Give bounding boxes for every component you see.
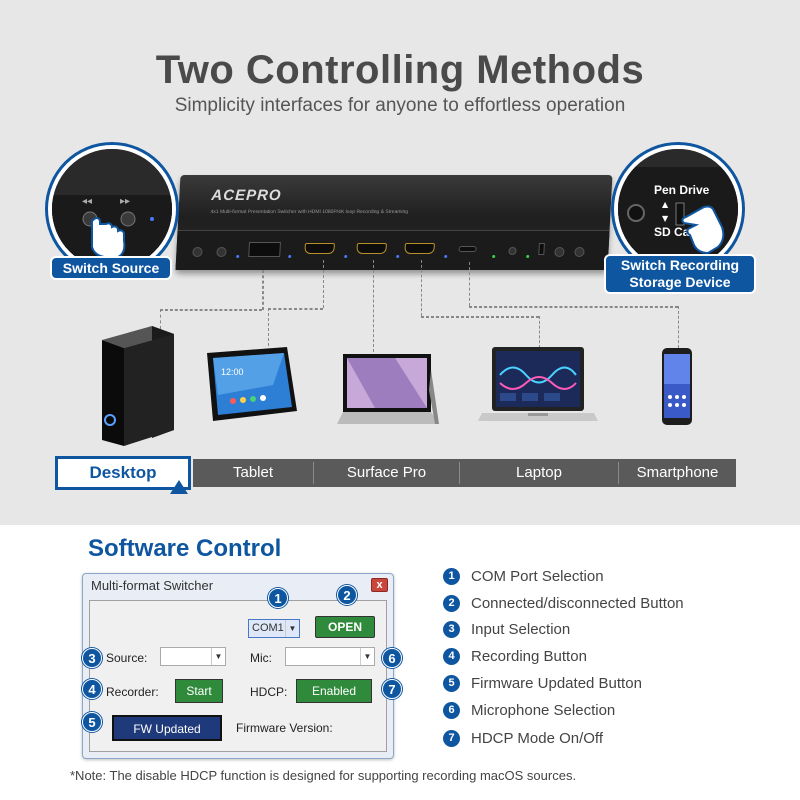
switch-source-label: Switch Source [50, 256, 172, 280]
badge-source: 3 [82, 648, 102, 668]
svg-text:◂◂: ◂◂ [82, 196, 92, 207]
com-port-select[interactable]: COM1 ▼ [248, 619, 300, 638]
firmware-version-label: Firmware Version: [236, 721, 333, 735]
storage-switch [538, 243, 545, 255]
fw-update-button[interactable]: FW Updated [112, 715, 222, 741]
cursor-arrow-icon [170, 480, 188, 494]
badge-mic: 6 [382, 648, 402, 668]
window-title: Multi-format Switcher [91, 578, 214, 593]
chevron-down-icon: ▼ [211, 648, 225, 665]
tab-laptop[interactable]: Laptop [516, 464, 562, 481]
usb-c-port [458, 246, 477, 252]
window-body: COM1 ▼ OPEN Source: ▼ Mic: ▼ Recorder: S… [89, 600, 387, 752]
feature-text: Recording Button [471, 648, 587, 665]
tab-desktop[interactable]: Desktop [55, 456, 191, 490]
tab-tablet[interactable]: Tablet [232, 464, 274, 481]
mic-select[interactable]: ▼ [285, 647, 375, 666]
svg-text:▸▸: ▸▸ [120, 196, 130, 207]
close-icon[interactable]: x [371, 578, 388, 592]
feature-number: 6 [443, 702, 460, 719]
feature-number: 3 [443, 621, 460, 638]
svg-text:▼: ▼ [662, 214, 669, 223]
feature-number: 1 [443, 568, 460, 585]
source-select[interactable]: ▼ [160, 647, 226, 666]
tab-divider [313, 462, 314, 484]
page-subtitle: Simplicity interfaces for anyone to effo… [174, 95, 626, 116]
feature-text: HDCP Mode On/Off [471, 730, 603, 747]
hdmi-port-3 [404, 243, 435, 254]
laptop-image [478, 345, 598, 432]
feature-text: Microphone Selection [471, 702, 616, 719]
feature-text: COM Port Selection [471, 568, 604, 585]
feature-number: 4 [443, 648, 460, 665]
switcher-device: ACEPRO 4x1 Multi-format Presentation Swi… [175, 175, 613, 270]
chevron-down-icon: ▼ [360, 648, 374, 665]
storage-switch-zoom: Pen Drive ▲ ▼ SD Card [614, 145, 742, 273]
connector-line [373, 260, 374, 352]
recorder-label: Recorder: [106, 685, 159, 699]
smartphone-image [660, 347, 694, 432]
tablet-clock: 12:00 [221, 367, 244, 377]
device-model-text: 4x1 Multi-format Presentation Switcher w… [210, 209, 409, 215]
connector-line [262, 270, 264, 310]
source-tab-bar [193, 459, 736, 487]
switch-source-zoom: ◂◂ ▸▸ [48, 145, 176, 273]
tab-smartphone[interactable]: Smartphone [636, 464, 719, 481]
com-port-value: COM1 [252, 622, 284, 634]
hdmi-port-1 [304, 243, 335, 254]
badge-recorder: 4 [82, 679, 102, 699]
svg-text:▲: ▲ [662, 200, 669, 209]
page-title: Two Controlling Methods [155, 48, 645, 92]
badge-fw: 5 [82, 712, 102, 732]
storage-switch-label: Switch Recording Storage Device [604, 254, 756, 294]
badge-com-port: 1 [268, 588, 288, 608]
tablet-image: 12:00 [203, 345, 299, 428]
hdcp-label: HDCP: [250, 685, 288, 699]
connector-line [268, 308, 269, 346]
chevron-down-icon: ▼ [285, 620, 299, 637]
device-brand: ACEPRO [210, 187, 283, 204]
pen-drive-text: Pen Drive [654, 183, 710, 197]
hdcp-toggle-button[interactable]: Enabled [296, 679, 372, 703]
desktop-image [98, 322, 178, 455]
feature-number: 5 [443, 675, 460, 692]
tab-surface-pro[interactable]: Surface Pro [346, 464, 427, 481]
connector-line [421, 260, 422, 316]
badge-open: 2 [337, 585, 357, 605]
surface-pro-image [335, 350, 441, 435]
feature-number: 7 [443, 730, 460, 747]
footnote: *Note: The disable HDCP function is desi… [70, 768, 577, 783]
source-label: Source: [106, 651, 148, 665]
open-button[interactable]: OPEN [315, 616, 375, 638]
connector-line [323, 260, 324, 308]
feature-text: Input Selection [471, 621, 571, 638]
connector-line [539, 316, 540, 348]
connector-line [160, 309, 161, 329]
hdmi-port-2 [356, 243, 387, 254]
mic-label: Mic: [250, 651, 272, 665]
feature-text: Firmware Updated Button [471, 675, 642, 692]
connector-line [469, 262, 470, 306]
usb-input-port [248, 242, 281, 257]
switcher-window: Multi-format Switcher x COM1 ▼ OPEN Sour… [82, 573, 394, 759]
tab-divider [459, 462, 460, 484]
tab-divider [618, 462, 619, 484]
connector-line [268, 308, 323, 310]
badge-hdcp: 7 [382, 679, 402, 699]
feature-text: Connected/disconnected Button [471, 595, 684, 612]
hardware-control-section: Two Controlling Methods Simplicity inter… [0, 0, 800, 525]
software-control-title: Software Control [88, 535, 282, 562]
feature-number: 2 [443, 595, 460, 612]
start-recording-button[interactable]: Start [175, 679, 223, 703]
connector-line [469, 306, 678, 308]
connector-line [160, 309, 262, 311]
connector-line [678, 306, 679, 348]
connector-line [421, 316, 539, 318]
